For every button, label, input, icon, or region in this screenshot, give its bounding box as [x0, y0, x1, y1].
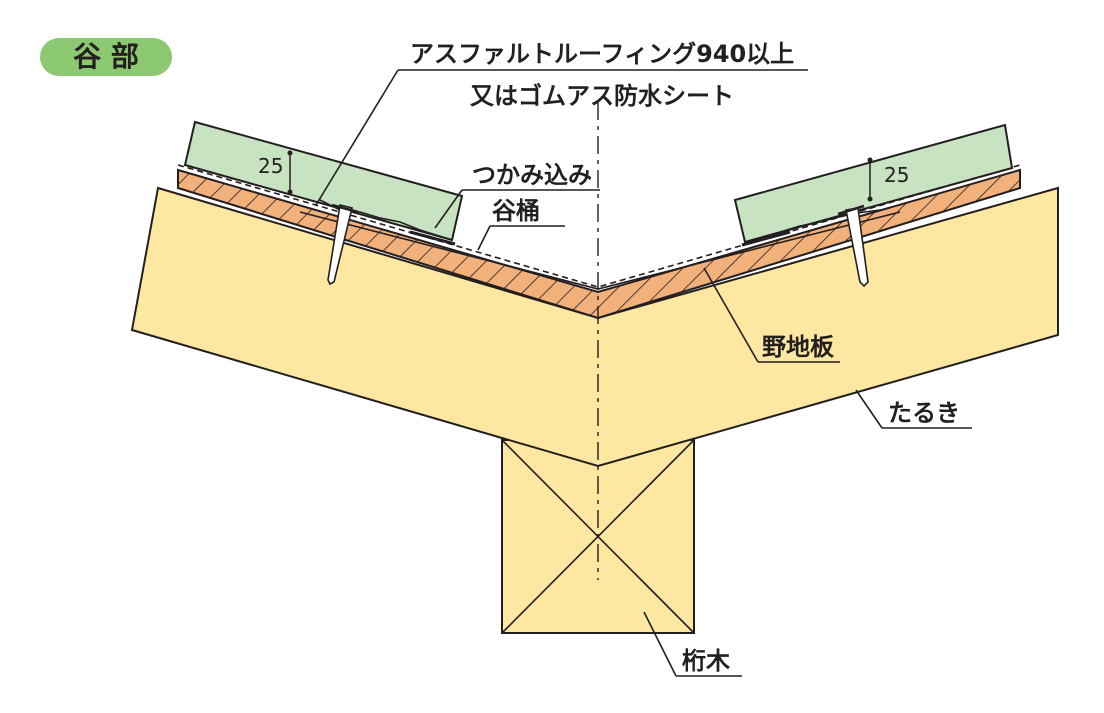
roofing-label-line2: 又はゴムアス防水シート — [470, 82, 734, 110]
title-badge-bg — [40, 38, 172, 76]
nojiita-sheathing — [177, 168, 1021, 320]
left-dimension: 25 — [258, 150, 293, 195]
tanitoi-callout: 谷桶 — [477, 197, 565, 251]
tsukami-label: つかみ込み — [472, 161, 592, 189]
ketagi-callout: 桁木 — [643, 611, 742, 677]
roofing-callout: アスファルトルーフィング940以上 又はゴムアス防水シート — [315, 40, 808, 206]
tanitoi-label: 谷桶 — [492, 197, 540, 225]
left-dimension-text: 25 — [258, 154, 283, 178]
nojiita-label: 野地板 — [762, 333, 835, 361]
title-text: 谷 部 — [73, 40, 139, 73]
ketagi-label: 桁木 — [682, 647, 731, 675]
right-nail — [837, 204, 869, 288]
right-dimension-text: 25 — [884, 163, 909, 187]
taruki-callout: たるき — [855, 389, 972, 429]
title-badge: 谷 部 — [40, 38, 172, 76]
roofing-label-line1: アスファルトルーフィング940以上 — [410, 40, 794, 68]
taruki-label: たるき — [888, 399, 960, 427]
left-nail — [327, 203, 359, 286]
tsukami-callout: つかみ込み — [434, 161, 600, 229]
right-dimension: 25 — [867, 157, 909, 202]
nojiita-callout: 野地板 — [703, 267, 840, 363]
